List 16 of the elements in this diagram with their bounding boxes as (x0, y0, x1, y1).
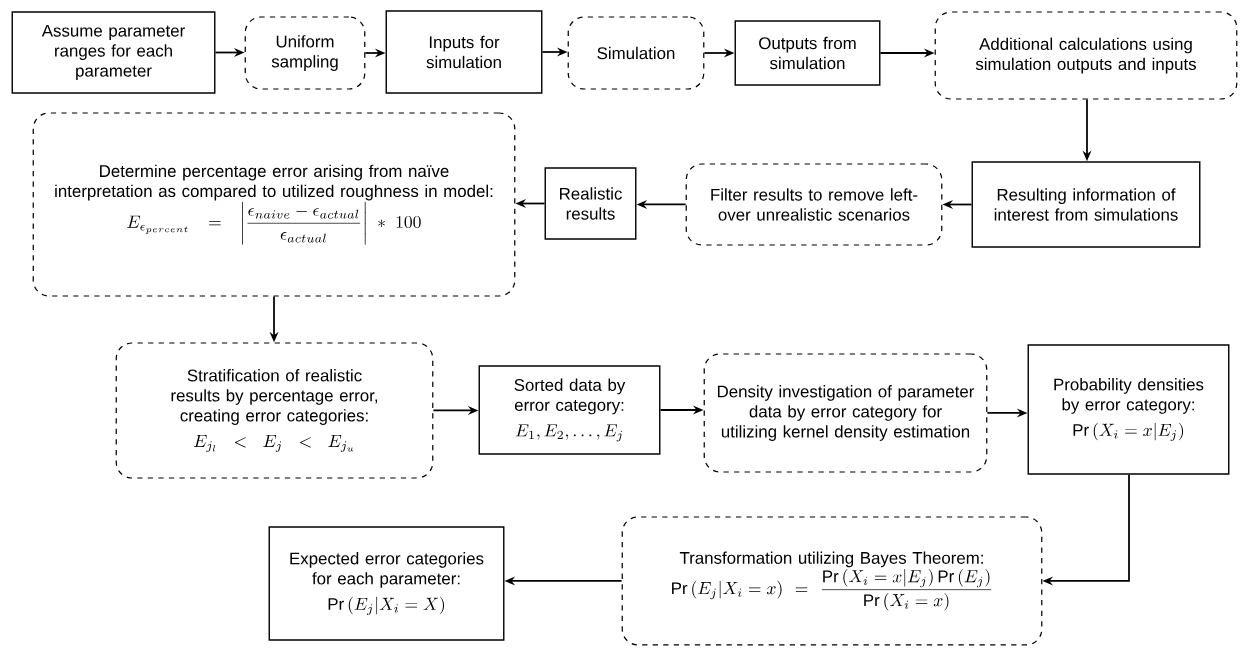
process-box: Expected error categories for each parameter: $\Pr\left(E_j \middle| X_i = X\right)$ (268, 526, 505, 641)
process-box: Realistic results (544, 167, 637, 240)
rounded-process-box: Transformation utilizing Bayes Theorem: $\Pr\left(E_j \middle| X_i = x\right) = \frac{\Pr\left(X_i = x \middle| E_j\right) \Pr\left(E_j\right)}{\Pr\left(X_i = x\right)}$ (621, 516, 1043, 646)
rounded-process-box: Stratification of realistic results by percentage error, creating error categories: $E_{j_l} < E_j < E_{j_u}$ (115, 342, 434, 479)
rounded-process-box: Density investigation of parameter data by error category for utilizing kernel density estimation (703, 353, 988, 473)
process-box: Outputs from simulation (734, 20, 881, 86)
process-box: Resulting information of interest from simulations (971, 161, 1201, 248)
process-box: Inputs for simulation (385, 10, 543, 94)
rounded-process-box: Determine percentage error arising from naïve interpretation as compared to utilized roughness in model: $E_{\epsilon_{percent}} = \left|\frac{\epsilon_{naive} - \epsilon_{actual}}{\epsilon_{actual}}\right| * 100$ (32, 112, 516, 297)
process-box: Sorted data by error category: $E_1, E_2, \ldots, E_j$ (478, 365, 661, 455)
rounded-process-box: Uniform sampling (244, 16, 366, 90)
rounded-process-box: Simulation (567, 16, 705, 90)
process-box: Assume parameter ranges for each parameter (11, 11, 216, 94)
rounded-process-box: Additional calculations using simulation outputs and inputs (934, 11, 1238, 100)
process-box: Probability densities by error category: $\Pr\left(X_i = x \middle| E_j\right)$ (1027, 344, 1230, 475)
rounded-process-box: Filter results to remove left-over unrealistic scenarios (685, 163, 943, 246)
